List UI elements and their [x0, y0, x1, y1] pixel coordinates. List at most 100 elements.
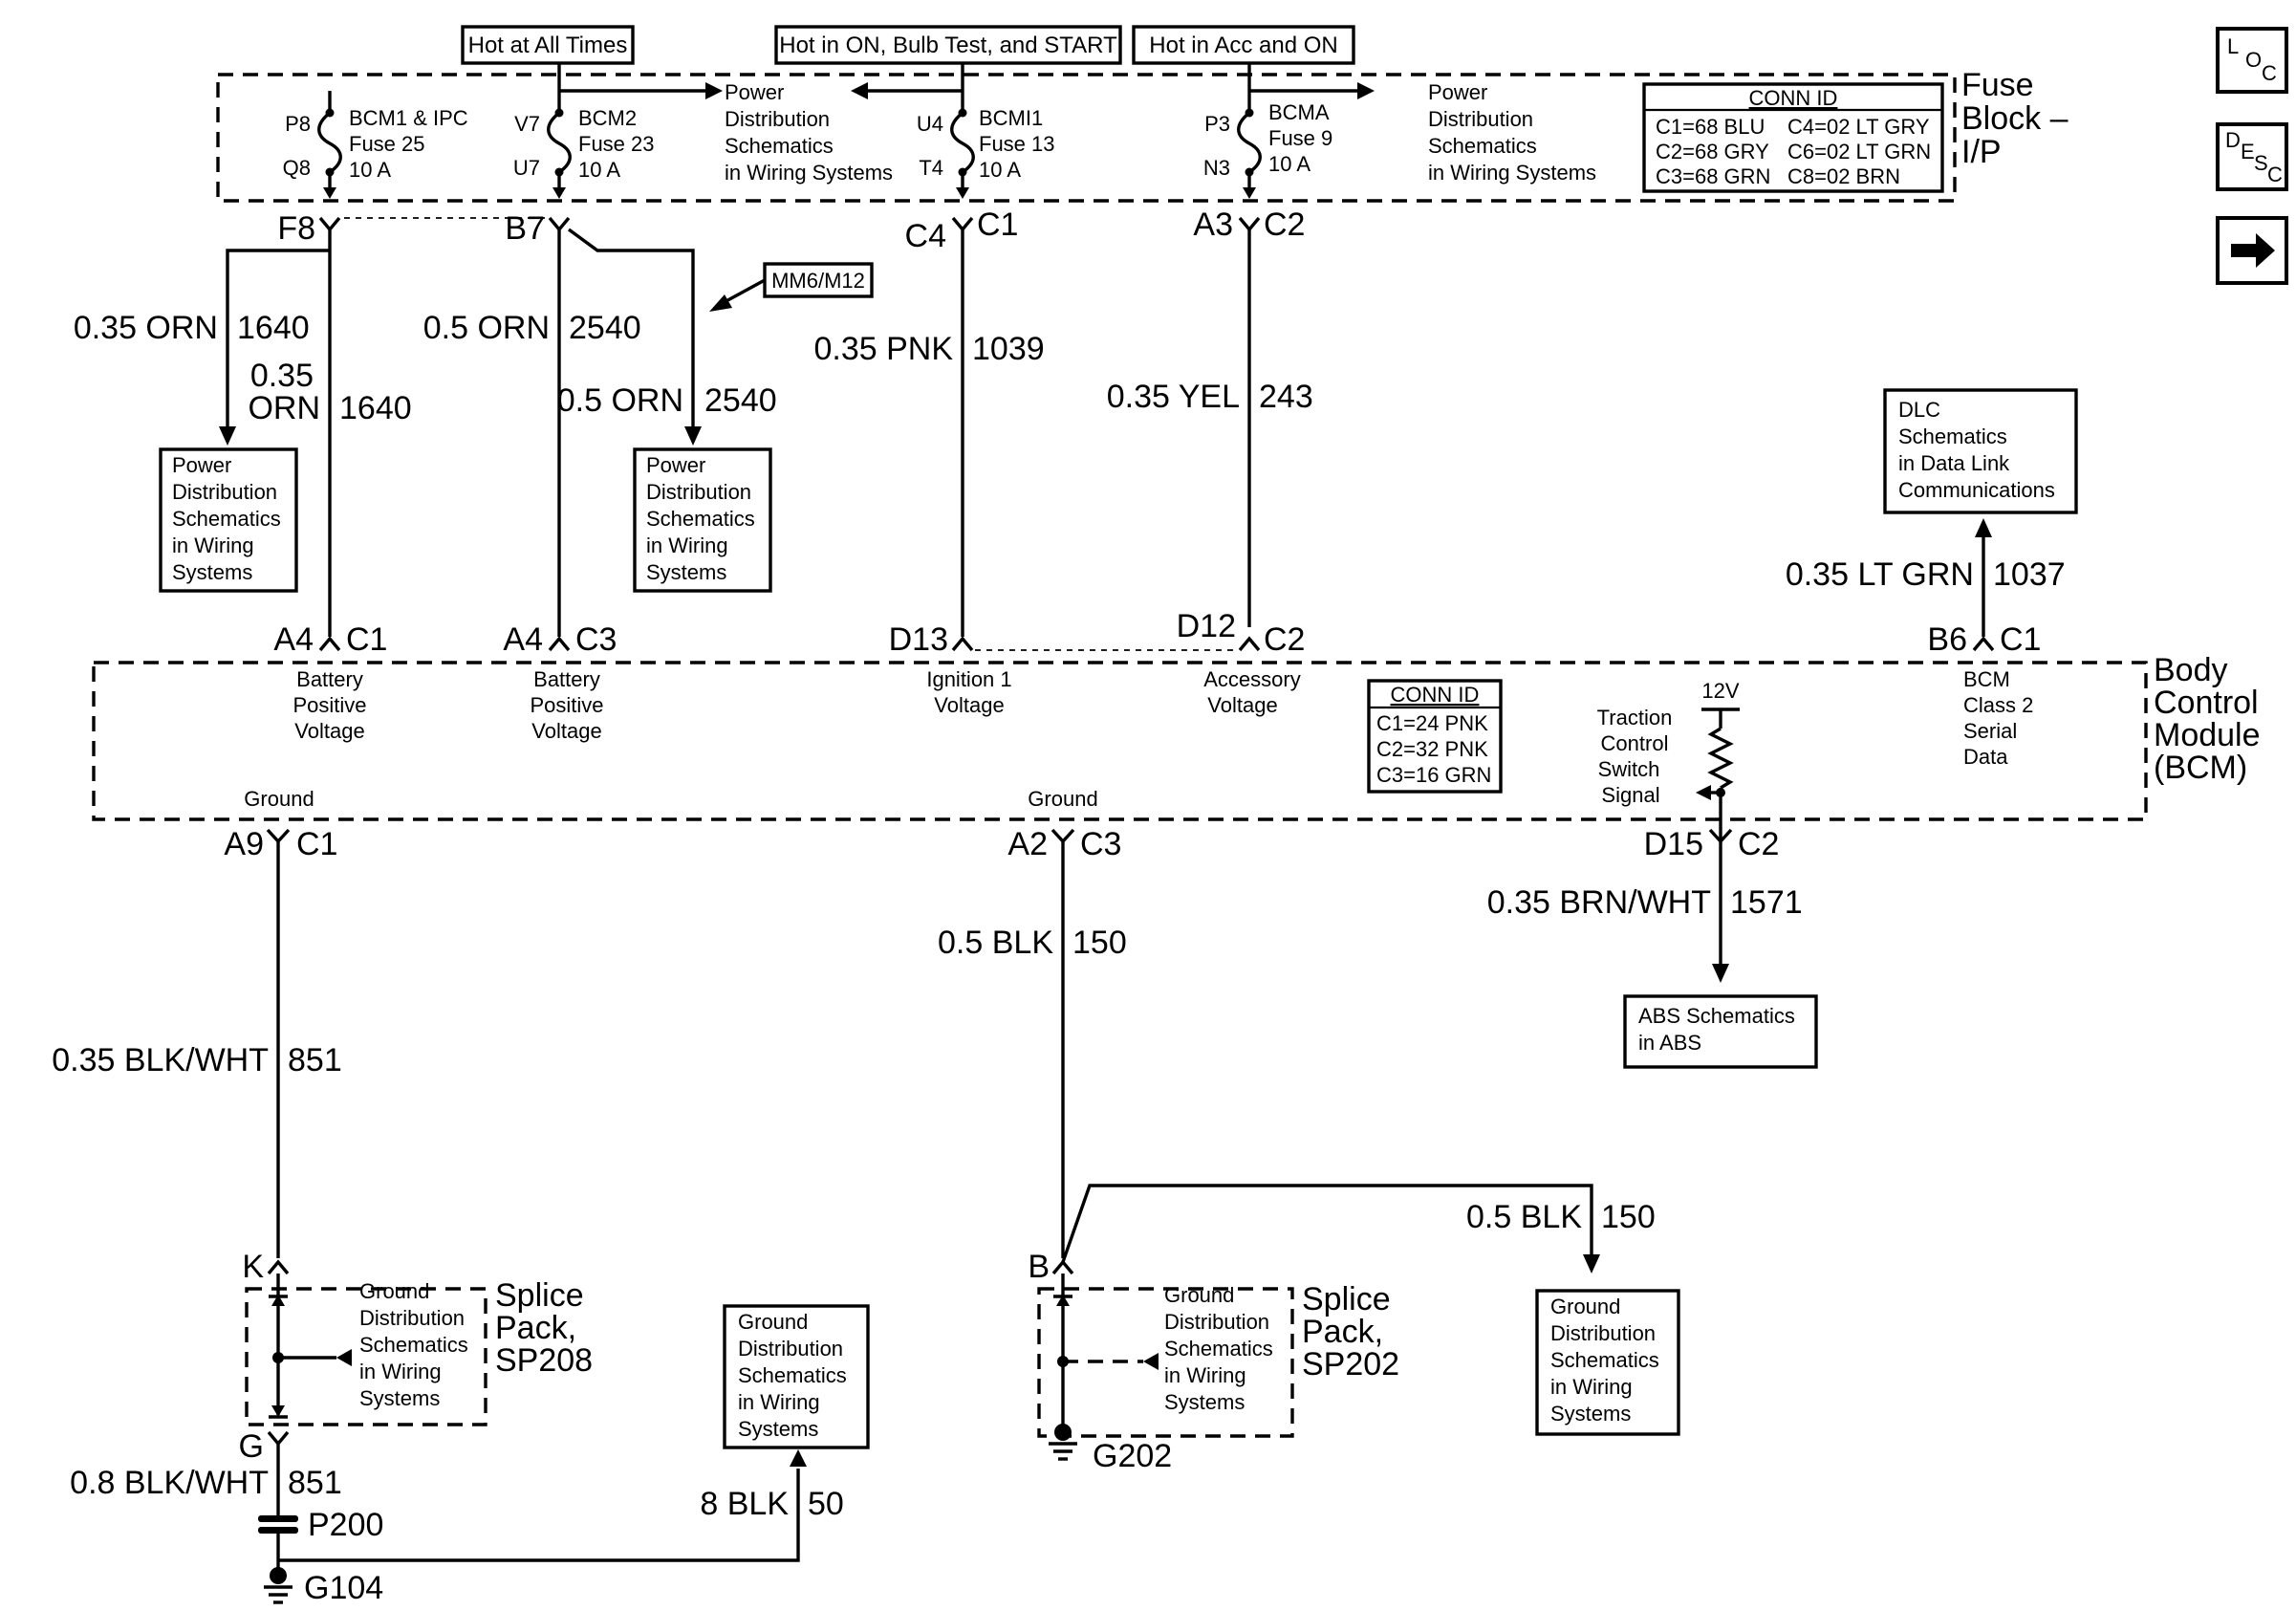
- sp208-ref-l4: in Wiring: [359, 1360, 442, 1383]
- sp202-ref-l5: Systems: [1164, 1390, 1245, 1414]
- fuse4-amps: 10 A: [1268, 152, 1310, 176]
- bcm-outline: [92, 661, 2148, 821]
- pin-a3-conn: C2: [1264, 207, 1305, 243]
- wire-150-b-gauge: 0.5 BLK: [1466, 1199, 1582, 1235]
- bcm-ground2: Ground: [1028, 787, 1097, 811]
- pds-box1-l4: in Wiring: [172, 533, 254, 557]
- desc-button[interactable]: D E S C: [2216, 122, 2288, 191]
- pds-ref2-line3: Schematics: [1428, 134, 1537, 158]
- wire-243-gauge: 0.35 YEL: [1107, 379, 1240, 415]
- pds-box-1: Power Distribution Schematics in Wiring …: [159, 447, 298, 593]
- pds-ref2-line2: Distribution: [1428, 107, 1533, 131]
- sp208-title-1: Splice: [495, 1277, 584, 1314]
- gds-box2-l1: Ground: [1550, 1295, 1620, 1318]
- pin-c4: C4: [905, 218, 946, 254]
- bcm-desc3-l2: Voltage: [934, 693, 1004, 717]
- splice-sp202: B G202 Ground Distribution Schematics in…: [1028, 1249, 1399, 1474]
- hot-in-acc-box: [1132, 25, 1355, 65]
- wire-150-b-circuit: 150: [1601, 1199, 1656, 1235]
- fuse-conn-id-title: CONN ID: [1749, 86, 1838, 110]
- wire-851-a-circuit: 851: [288, 1042, 342, 1078]
- dlc-box-l1: DLC: [1898, 398, 1940, 422]
- fuse-block-title-2: Block –: [1961, 100, 2069, 137]
- fuse-conn-id-r1c2: C4=02 LT GRY: [1787, 115, 1930, 139]
- fuse1-pin-top: P8: [285, 112, 311, 136]
- bcm-desc2-l1: Battery: [533, 667, 600, 691]
- pds-ref1-line2: Distribution: [725, 107, 830, 131]
- fuse3-amps: 10 A: [979, 158, 1021, 182]
- pds-box2-l4: in Wiring: [646, 533, 728, 557]
- pds-box2-l2: Distribution: [646, 480, 751, 504]
- pin-f8: F8: [277, 210, 315, 247]
- traction-l4: Signal: [1601, 783, 1659, 807]
- wire-2540-b-gauge: 0.5 ORN: [557, 382, 683, 419]
- pds-box1-l1: Power: [172, 453, 231, 477]
- lower-wires: 0.35 BRN/WHT 1571 0.35 BLK/WHT 851 0.5 B…: [52, 841, 1803, 1274]
- pds-ref2-line1: Power: [1428, 80, 1487, 104]
- pds-box1-l3: Schematics: [172, 507, 281, 531]
- bcm-pin5-conn: C1: [2000, 621, 2041, 658]
- wire-1640-b-gauge1: 0.35: [250, 358, 314, 394]
- fuse2-pin-bot: U7: [513, 156, 540, 180]
- fuse1-number: Fuse 25: [349, 132, 425, 156]
- bcm-desc5-l1: BCM: [1963, 667, 2010, 691]
- loc-icon[interactable]: [2216, 27, 2288, 94]
- wire-50-gauge: 8 BLK: [700, 1486, 789, 1522]
- desc-icon[interactable]: [2216, 122, 2288, 191]
- loc-letter-l: L: [2227, 34, 2239, 58]
- fuse1-pin-bot: Q8: [283, 156, 311, 180]
- traction-l2: Control: [1601, 731, 1669, 755]
- wire-851-a-gauge: 0.35 BLK/WHT: [52, 1042, 269, 1078]
- fuse-conn-id-r2c2: C6=02 LT GRN: [1787, 140, 1931, 163]
- wire-150-a-gauge: 0.5 BLK: [938, 925, 1053, 961]
- pin-b7: B7: [505, 210, 545, 247]
- wire-851-b-gauge: 0.8 BLK/WHT: [70, 1465, 269, 1501]
- pds-box2-l3: Schematics: [646, 507, 755, 531]
- fuse-conn-id-r2c1: C2=68 GRY: [1656, 140, 1769, 163]
- bcm-desc5-l3: Serial: [1963, 719, 2017, 743]
- bcm-conn-id-r1: C1=24 PNK: [1376, 711, 1488, 735]
- gds-box-1: Ground Distribution Schematics in Wiring…: [723, 1304, 870, 1449]
- g202-label: G202: [1093, 1438, 1172, 1474]
- dlc-box-l3: in Data Link: [1898, 451, 2010, 475]
- loc-button[interactable]: L O C: [2216, 27, 2288, 94]
- bcm-bpin2: A2: [1007, 826, 1048, 862]
- fuse4-number: Fuse 9: [1268, 126, 1332, 150]
- wire-50-circuit: 50: [808, 1486, 844, 1522]
- bcm-bpin1: A9: [224, 826, 264, 862]
- bcm-bpin1-conn: C1: [296, 826, 337, 862]
- sp202-title-2: Pack,: [1302, 1314, 1383, 1350]
- p200-label: P200: [308, 1507, 383, 1543]
- dlc-box: DLC Schematics in Data Link Communicatio…: [1883, 388, 2078, 514]
- sp202-ref-l2: Distribution: [1164, 1310, 1269, 1334]
- pds-ref1-line1: Power: [725, 80, 784, 104]
- bcm-desc4-l2: Voltage: [1207, 693, 1277, 717]
- wire-1640-b-circuit: 1640: [339, 390, 412, 426]
- fuse-block-title-3: I/P: [1961, 134, 2002, 170]
- sp208-ref-l2: Distribution: [359, 1306, 465, 1330]
- abs-box: ABS Schematics in ABS: [1623, 994, 1818, 1069]
- wire-1571-gauge: 0.35 BRN/WHT: [1487, 884, 1711, 921]
- bcm-pin1-conn: C1: [346, 621, 387, 658]
- next-page-button[interactable]: [2216, 216, 2288, 285]
- pds-box1-l2: Distribution: [172, 480, 277, 504]
- fuse2-name: BCM2: [578, 106, 637, 130]
- traction-l3: Switch: [1598, 757, 1660, 781]
- wire-851-b-circuit: 851: [288, 1465, 342, 1501]
- bcm-title-3: Module: [2154, 717, 2261, 753]
- bcm-pin2-conn: C3: [575, 621, 617, 658]
- wire-1037-gauge: 0.35 LT GRN: [1786, 556, 1974, 593]
- sp202-ref-l4: in Wiring: [1164, 1363, 1246, 1387]
- bcm-desc1-l1: Battery: [296, 667, 363, 691]
- bcm-bpin3-conn: C2: [1738, 826, 1779, 862]
- fuse3-number: Fuse 13: [979, 132, 1055, 156]
- pds-box2-l1: Power: [646, 453, 705, 477]
- sp202-ref-l1: Ground: [1164, 1283, 1234, 1307]
- fuse2-pin-top: V7: [514, 112, 540, 136]
- gds-box2-l5: Systems: [1550, 1402, 1631, 1426]
- fuse4-pin-bot: N3: [1203, 156, 1230, 180]
- wire-2540-b-circuit: 2540: [704, 382, 777, 419]
- bcm: Body Control Module (BCM) A4 C1 A4 C3 D1…: [92, 608, 2261, 862]
- bcm-bpin2-conn: C3: [1080, 826, 1121, 862]
